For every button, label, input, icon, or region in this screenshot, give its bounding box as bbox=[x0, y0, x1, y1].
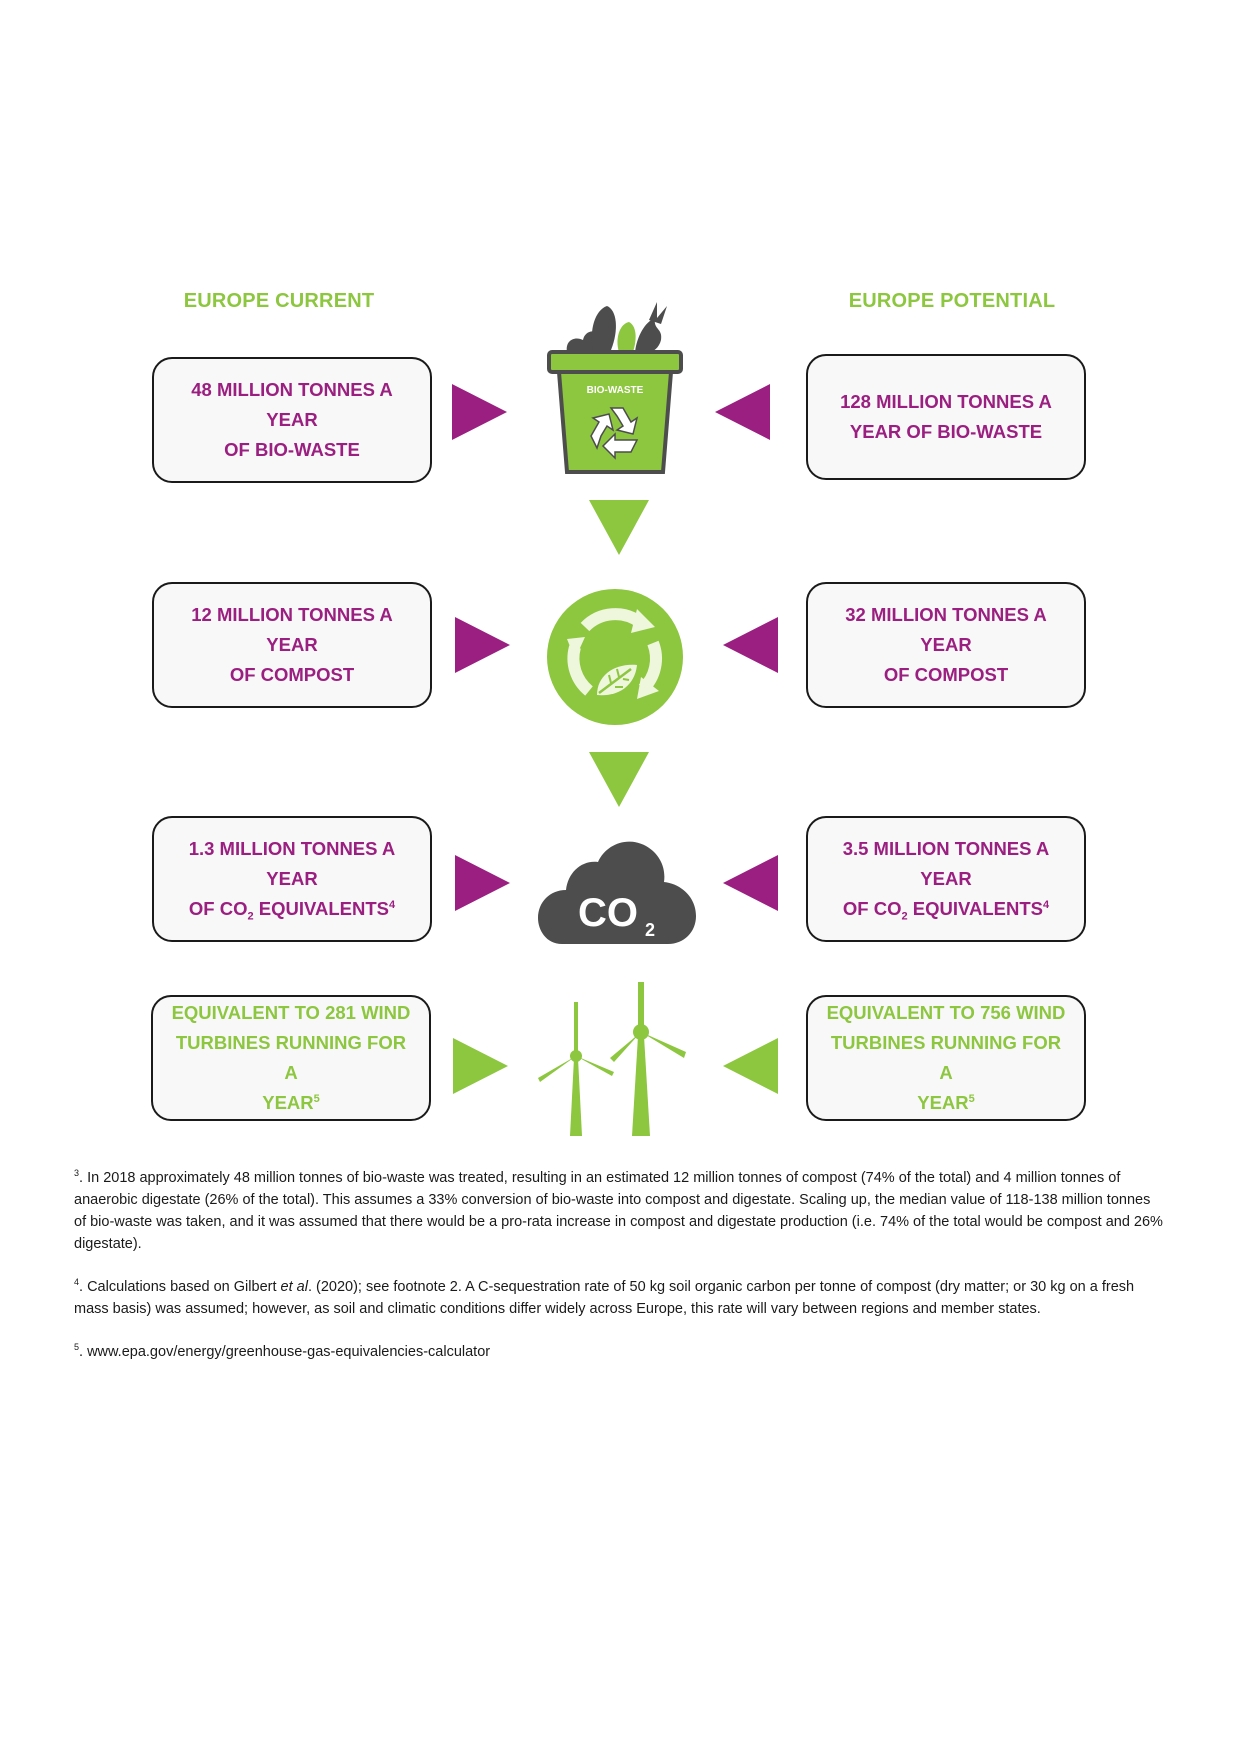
box-text-line: 12 MILLION TONNES A YEAR bbox=[191, 604, 393, 655]
box-current-turbines: EQUIVALENT TO 281 WIND TURBINES RUNNING F… bbox=[151, 995, 431, 1121]
box-text-line: OF COMPOST bbox=[883, 664, 1009, 685]
box-text-line: YEAR OF BIO-WASTE bbox=[849, 421, 1043, 442]
bio-waste-bin-icon: BIO-WASTE bbox=[547, 302, 683, 474]
box-potential-compost: 32 MILLION TONNES A YEAR OF COMPOST bbox=[806, 582, 1086, 708]
footnote-mark: 5 bbox=[74, 1341, 80, 1352]
box-text-line: OF COMPOST bbox=[229, 664, 355, 685]
box-current-co2: 1.3 MILLION TONNES A YEAR OF CO2 EQUIVALE… bbox=[152, 816, 432, 942]
footnote-mark: 4 bbox=[74, 1276, 80, 1287]
box-text-line: EQUIVALENTS bbox=[907, 898, 1043, 919]
footnote-3: 3. In 2018 approximately 48 million tonn… bbox=[74, 1162, 1166, 1255]
box-text-line: EQUIVALENTS bbox=[253, 898, 389, 919]
box-text-line: 1.3 MILLION TONNES A YEAR bbox=[188, 838, 396, 889]
footnote-ref: 4 bbox=[388, 898, 396, 911]
arrow-left-icon bbox=[715, 384, 770, 440]
box-current-biowaste: 48 MILLION TONNES A YEAR OF BIO-WASTE bbox=[152, 357, 432, 483]
footnote-4: 4. Calculations based on Gilbert et al. … bbox=[74, 1271, 1166, 1320]
subscript: 2 bbox=[247, 910, 254, 923]
wind-turbines-icon bbox=[538, 982, 686, 1136]
arrow-right-icon bbox=[455, 855, 510, 911]
box-current-compost: 12 MILLION TONNES A YEAR OF COMPOST bbox=[152, 582, 432, 708]
footnote-ref: 4 bbox=[1042, 898, 1050, 911]
box-text-line: YEAR bbox=[262, 1092, 314, 1113]
compost-cycle-icon bbox=[547, 589, 683, 725]
footnote-mark: 3 bbox=[74, 1168, 80, 1178]
footnotes: 3. In 2018 approximately 48 million tonn… bbox=[74, 1162, 1166, 1378]
arrow-down-icon bbox=[589, 500, 649, 555]
co2-cloud-icon: CO 2 bbox=[538, 841, 696, 944]
box-text-line: 32 MILLION TONNES A YEAR bbox=[845, 604, 1047, 655]
co2-subscript: 2 bbox=[645, 920, 655, 940]
arrow-right-icon bbox=[455, 617, 510, 673]
footnote-text: . In 2018 approximately 48 million tonne… bbox=[74, 1169, 1163, 1252]
arrow-right-icon bbox=[452, 384, 507, 440]
footnote-text: . www.epa.gov/energy/greenhouse-gas-equi… bbox=[79, 1343, 491, 1360]
bin-label: BIO-WASTE bbox=[587, 385, 644, 396]
footnote-5: 5. www.epa.gov/energy/greenhouse-gas-equ… bbox=[74, 1336, 1166, 1363]
footnote-italic: et al bbox=[280, 1278, 308, 1295]
box-potential-turbines: EQUIVALENT TO 756 WIND TURBINES RUNNING F… bbox=[806, 995, 1086, 1121]
box-text-line: OF CO bbox=[188, 898, 248, 919]
footnote-text: . (2020); see footnote 2. A C-sequestrat… bbox=[74, 1278, 1135, 1317]
box-text-line: 128 MILLION TONNES A bbox=[840, 391, 1052, 412]
box-text-line: EQUIVALENT TO 756 WIND bbox=[826, 1002, 1066, 1023]
box-text-line: OF CO bbox=[842, 898, 902, 919]
box-text-line: 3.5 MILLION TONNES A YEAR bbox=[842, 838, 1050, 889]
box-text-line: 48 MILLION TONNES A YEAR bbox=[191, 379, 393, 430]
footnote-text: . Calculations based on Gilbert bbox=[79, 1278, 281, 1295]
box-text-line: OF BIO-WASTE bbox=[224, 439, 360, 460]
arrow-left-icon bbox=[723, 855, 778, 911]
footnote-ref: 5 bbox=[313, 1092, 320, 1105]
header-europe-current: EUROPE CURRENT bbox=[183, 290, 375, 312]
box-text-line: EQUIVALENT TO 281 WIND bbox=[171, 1002, 411, 1023]
box-text-line: YEAR bbox=[917, 1092, 969, 1113]
box-potential-co2: 3.5 MILLION TONNES A YEAR OF CO2 EQUIVALE… bbox=[806, 816, 1086, 942]
footnote-ref: 5 bbox=[968, 1092, 975, 1105]
box-potential-biowaste: 128 MILLION TONNES A YEAR OF BIO-WASTE bbox=[806, 354, 1086, 480]
arrow-left-icon bbox=[723, 1038, 778, 1094]
box-text-line: TURBINES RUNNING FOR A bbox=[830, 1032, 1062, 1083]
header-europe-potential: EUROPE POTENTIAL bbox=[848, 290, 1056, 312]
arrow-right-icon bbox=[453, 1038, 508, 1094]
arrow-down-icon bbox=[589, 752, 649, 807]
subscript: 2 bbox=[901, 910, 908, 923]
arrow-left-icon bbox=[723, 617, 778, 673]
co2-label: CO bbox=[578, 891, 638, 935]
box-text-line: TURBINES RUNNING FOR A bbox=[175, 1032, 407, 1083]
